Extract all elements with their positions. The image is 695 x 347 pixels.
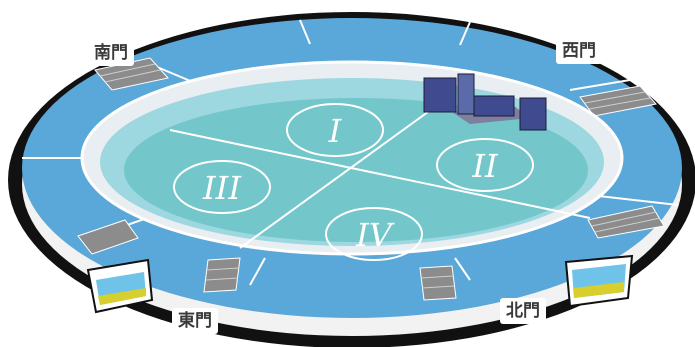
gate-label-east: 東門: [172, 308, 218, 334]
stage-speaker-left: [424, 78, 456, 112]
gate-label-north: 北門: [500, 298, 546, 324]
zone-label-2: II: [471, 147, 499, 185]
gate-label-west: 西門: [556, 38, 602, 64]
stair-aisle-s2: [420, 266, 456, 300]
stair-aisle-s1: [204, 258, 240, 292]
stage-tower: [458, 74, 474, 114]
stage-screen: [474, 96, 514, 116]
zone-label-3: III: [202, 169, 242, 207]
stage-speaker-right: [520, 98, 546, 130]
gate-label-south: 南門: [88, 40, 134, 66]
zone-label-1: I: [328, 112, 343, 150]
gate-box-north: [566, 256, 632, 306]
zone-label-4: IV: [355, 216, 395, 254]
